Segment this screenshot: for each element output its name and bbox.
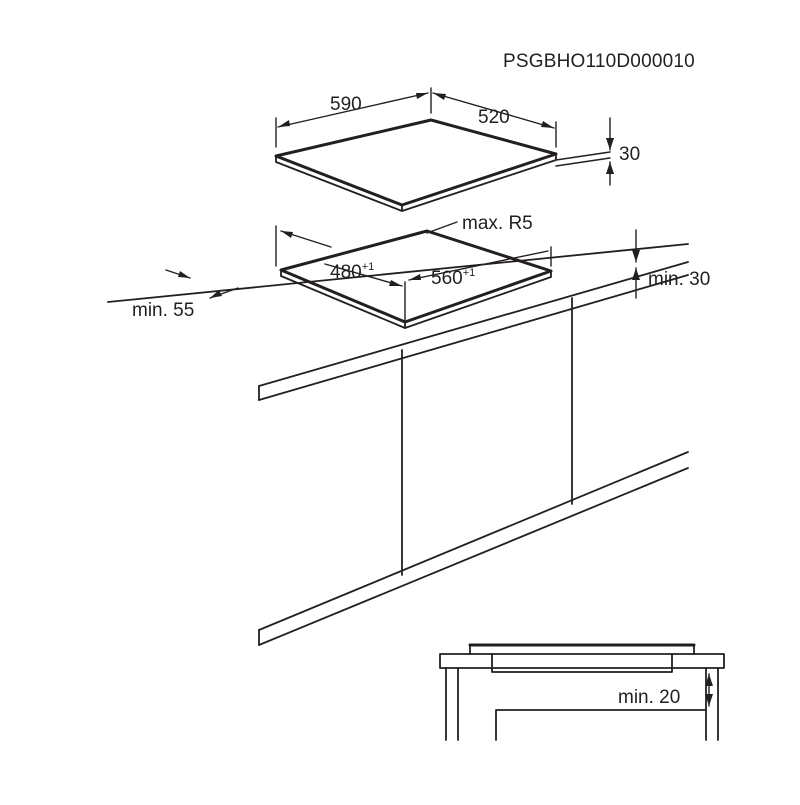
front-clearance-label: min. 55 xyxy=(132,300,194,321)
front-clearance-dimension: min. 55 xyxy=(132,225,332,321)
hob-width-label: 590 xyxy=(330,94,362,115)
hob-panel xyxy=(274,118,611,212)
side-clearance-label: min. 30 xyxy=(648,269,710,290)
cutout-width-tolerance: +1 xyxy=(463,267,476,279)
hob-width-dimension: 590 xyxy=(275,87,432,148)
clearance-below-label: min. 20 xyxy=(618,687,680,708)
hob-height-label: 30 xyxy=(619,144,640,165)
cutout-width-value: 560 xyxy=(431,268,463,289)
hob-depth-dimension: 520 xyxy=(432,92,557,148)
cutout-depth-value: 480 xyxy=(330,262,362,283)
cutout-depth-tolerance: +1 xyxy=(362,261,375,273)
cutout-width-label: 560+1 xyxy=(431,267,475,289)
corner-radius-callout: max. R5 xyxy=(426,213,533,234)
worktop-cutout xyxy=(279,229,553,329)
cabinet xyxy=(258,297,689,646)
cutout-width-dimension: 560+1 xyxy=(408,246,552,289)
cutout-depth-label: 480+1 xyxy=(330,261,374,283)
worktop xyxy=(107,243,689,401)
drawing-code: PSGBHO110D000010 xyxy=(503,51,695,72)
side-clearance-dimension: min. 30 xyxy=(632,229,710,299)
corner-radius-label: max. R5 xyxy=(462,213,533,234)
hob-height-dimension: 30 xyxy=(606,117,640,186)
hob-depth-label: 520 xyxy=(478,107,510,128)
section-detail: min. 20 xyxy=(439,643,725,741)
cutout-depth-dimension: 480+1 xyxy=(324,261,406,321)
